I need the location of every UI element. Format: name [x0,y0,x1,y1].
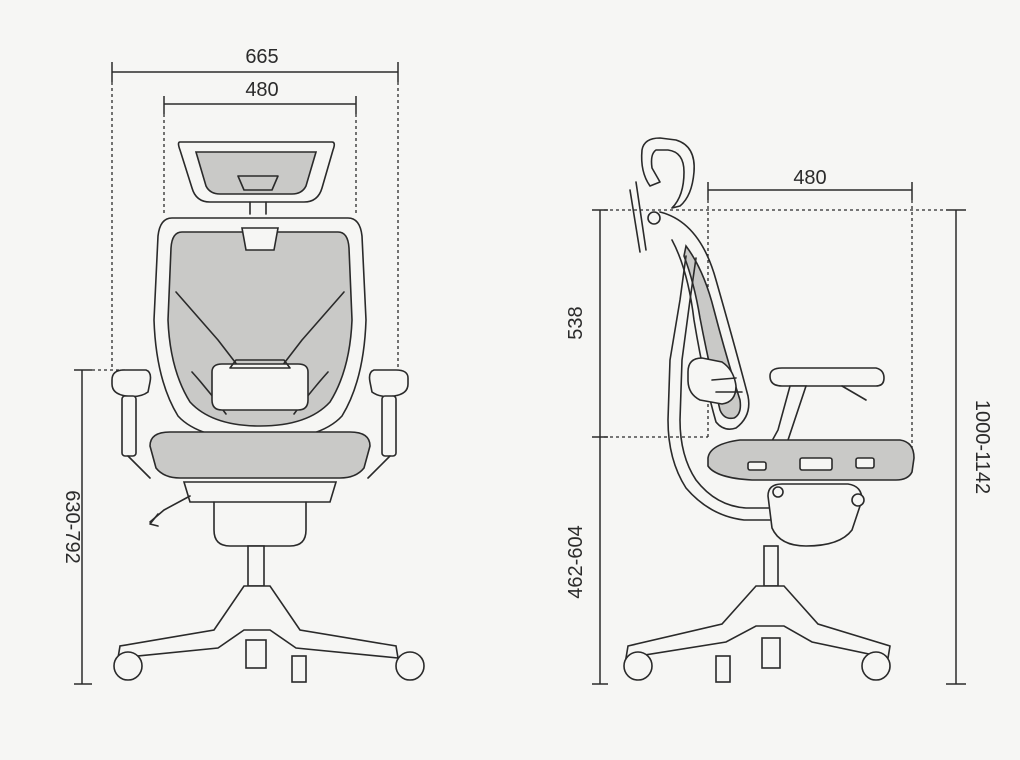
dimension-backrest-height: 538 [565,209,608,438]
seat-height-label: 462-604 [565,525,587,598]
backrest-height-label: 538 [565,306,587,339]
overall-width-label: 665 [245,46,278,68]
overall-height-label: 1000-1142 [971,400,993,494]
front-view: 665 480 630-792 [61,46,425,685]
dimension-seat-width: 480 [163,79,357,215]
armrest-height-label: 630-792 [61,490,83,563]
dimension-seat-depth: 480 [707,167,913,470]
dimension-overall-height: 1000-1142 [946,209,993,685]
dimension-overall-width: 665 [111,46,399,385]
side-view: 480 538 462-604 1000-1142 [565,137,993,685]
seat-depth-label: 480 [793,167,826,189]
dimension-armrest-height: 630-792 [61,369,128,685]
seat-width-label: 480 [245,79,278,101]
dimension-seat-height: 462-604 [565,437,608,685]
chair-side-drawing [623,137,915,683]
chair-front-drawing [111,141,425,683]
